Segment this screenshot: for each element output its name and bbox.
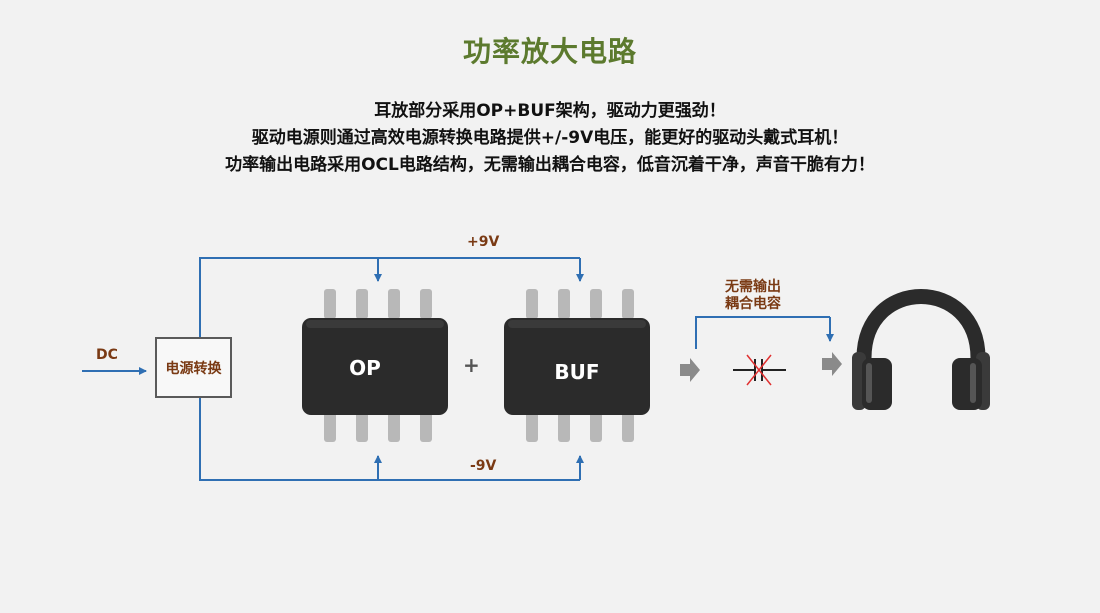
arrow-right-icon bbox=[680, 358, 700, 382]
buf-chip-label: BUF bbox=[554, 360, 600, 384]
no-cap-label-line1: 无需输出 bbox=[725, 279, 781, 295]
description-line-2: 驱动电源则通过高效电源转换电路提供+/-9V电压，能更好的驱动头戴式耳机！ bbox=[251, 128, 849, 148]
dc-label: DC bbox=[96, 347, 118, 363]
no-cap-wire bbox=[695, 316, 830, 349]
negative-rail-wire bbox=[199, 398, 580, 481]
power-converter-label: 电源转换 bbox=[165, 360, 222, 377]
positive-rail-wire bbox=[199, 257, 580, 337]
headphones-icon bbox=[852, 289, 990, 410]
plus-sign: + bbox=[463, 353, 480, 377]
description-line-3: 功率输出电路采用OCL电路结构，无需输出耦合电容，低音沉着干净，声音干脆有力！ bbox=[225, 155, 875, 175]
arrow-right-icon bbox=[822, 352, 842, 376]
op-chip bbox=[302, 289, 448, 442]
power-converter-box: 电源转换 bbox=[155, 337, 232, 398]
positive-rail-label: +9V bbox=[467, 234, 500, 250]
negative-rail-label: -9V bbox=[470, 458, 497, 474]
buf-chip bbox=[504, 289, 650, 442]
page-title: 功率放大电路 bbox=[462, 35, 637, 68]
description-line-1: 耳放部分采用OP+BUF架构，驱动力更强劲！ bbox=[374, 101, 726, 121]
capacitor-crossed-icon bbox=[733, 354, 786, 386]
no-cap-label-line2: 耦合电容 bbox=[725, 296, 781, 312]
op-chip-label: OP bbox=[349, 356, 381, 380]
